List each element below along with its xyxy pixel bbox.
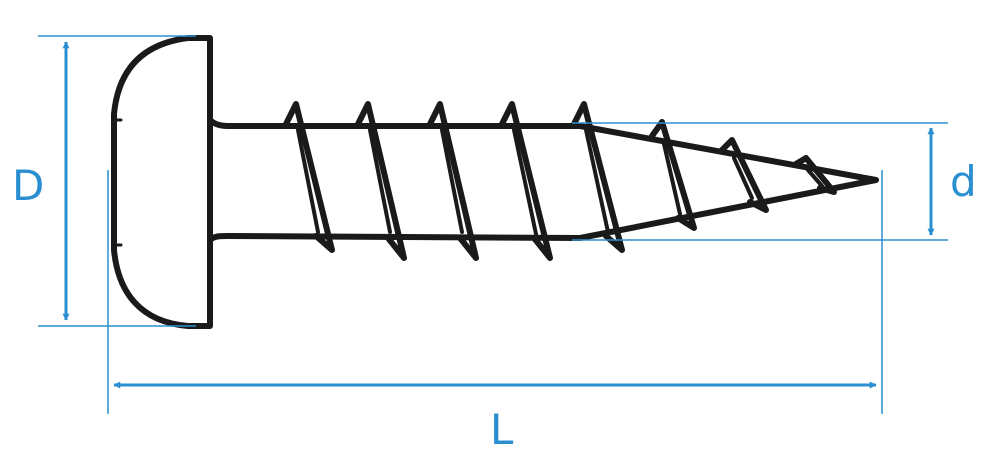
- length-label: L: [490, 405, 514, 454]
- dimension-lines: [38, 35, 948, 414]
- thread-1: [283, 101, 335, 253]
- screw-outline: [111, 35, 879, 329]
- thread-diameter-label: d: [950, 157, 977, 206]
- thread-6: [649, 119, 697, 231]
- screw-head: [111, 35, 213, 329]
- thread-2: [355, 101, 407, 261]
- thread-backs: [296, 128, 824, 236]
- thread-3: [427, 101, 479, 261]
- screw-shank: [207, 117, 583, 243]
- dimension-arrows: [62, 41, 935, 389]
- head-diameter-label: D: [12, 161, 44, 210]
- screw-threads: [283, 101, 837, 261]
- head-edge-detail: [111, 118, 123, 247]
- thread-4: [499, 101, 553, 261]
- thread-8: [793, 155, 837, 195]
- thread-7: [719, 137, 769, 213]
- thread-5: [571, 101, 625, 253]
